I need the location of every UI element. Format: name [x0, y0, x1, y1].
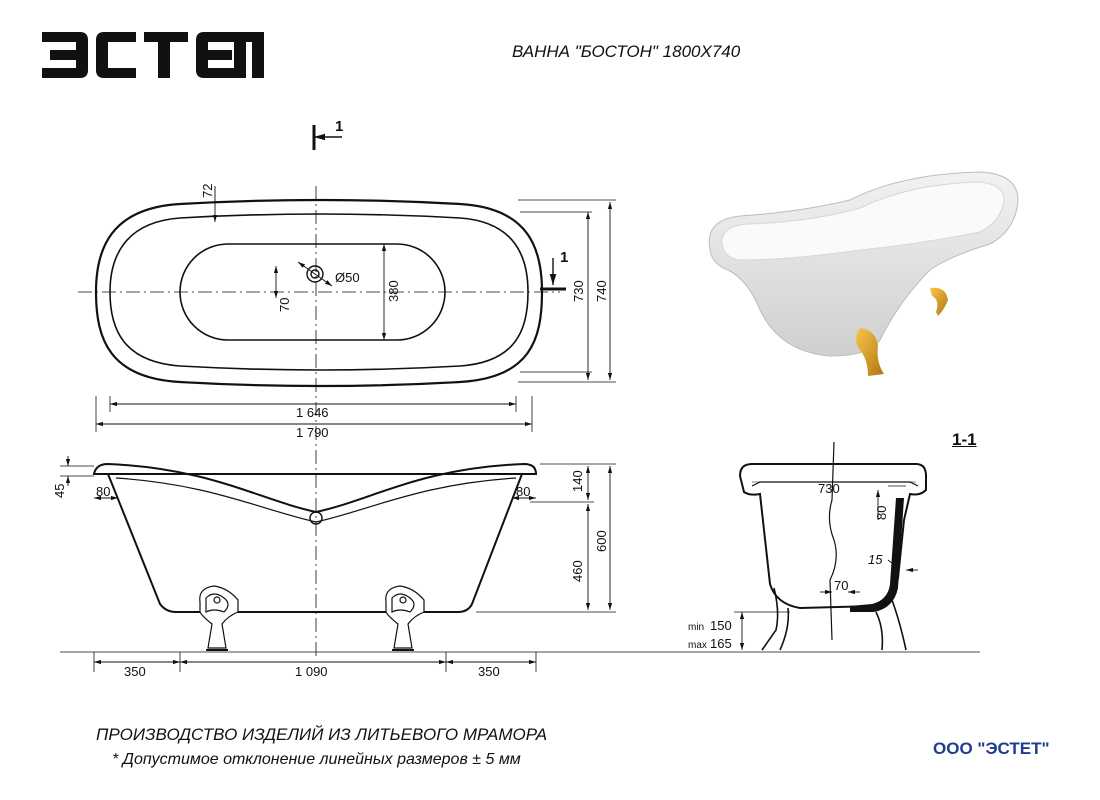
dim-left-leg: 350 — [124, 664, 146, 679]
dim-drain: Ø50 — [335, 270, 360, 285]
right-foot — [385, 585, 425, 651]
dim-leg-span: 1 090 — [295, 664, 328, 679]
dim-740: 740 — [594, 280, 609, 302]
dim-min-value: 150 — [710, 618, 732, 633]
dim-section-floor: 70 — [834, 578, 848, 593]
dim-right-leg: 350 — [478, 664, 500, 679]
dim-max-label: max — [688, 640, 707, 651]
dim-offset: 70 — [277, 298, 292, 312]
dim-inner-length: 1 646 — [296, 405, 329, 420]
elevation-view — [60, 456, 980, 672]
bathtub-illustration — [708, 171, 1019, 376]
section-mark-top-label: 1 — [335, 118, 343, 135]
dim-max-value: 165 — [710, 636, 732, 651]
plan-view — [78, 186, 616, 660]
footer-tolerance-note: * Допустимое отклонение линейных размеро… — [112, 751, 521, 768]
dim-outer-length: 1 790 — [296, 425, 329, 440]
dim-min-label: min — [688, 622, 704, 633]
section-mark-right-label: 1 — [560, 249, 568, 266]
dim-section-width: 730 — [818, 481, 840, 496]
dim-rim: 72 — [200, 184, 215, 198]
product-title: ВАННА "БОСТОН" 1800X740 — [512, 42, 741, 61]
section-label: 1-1 — [952, 430, 977, 449]
dim-inner-width: 380 — [386, 280, 401, 302]
dim-section-wall: 80 — [874, 506, 889, 520]
section-view — [734, 441, 927, 651]
dim-lip: 45 — [52, 484, 67, 498]
estet-logo — [42, 32, 264, 78]
left-foot — [199, 585, 239, 651]
dim-left-overhang: 80 — [96, 484, 110, 499]
section-mark-top — [312, 125, 342, 150]
company-name: ООО "ЭСТЕТ" — [933, 739, 1050, 758]
dim-section-wall-thk: 15 — [868, 552, 883, 567]
dim-body-height: 460 — [570, 560, 585, 582]
dim-total-height: 600 — [594, 530, 609, 552]
footer-production-note: ПРОИЗВОДСТВО ИЗДЕЛИЙ ИЗ ЛИТЬЕВОГО МРАМОР… — [96, 725, 548, 744]
section-mark-right — [540, 258, 566, 291]
dim-730: 730 — [571, 280, 586, 302]
dim-right-overhang: 80 — [516, 484, 530, 499]
dim-top-band: 140 — [570, 470, 585, 492]
